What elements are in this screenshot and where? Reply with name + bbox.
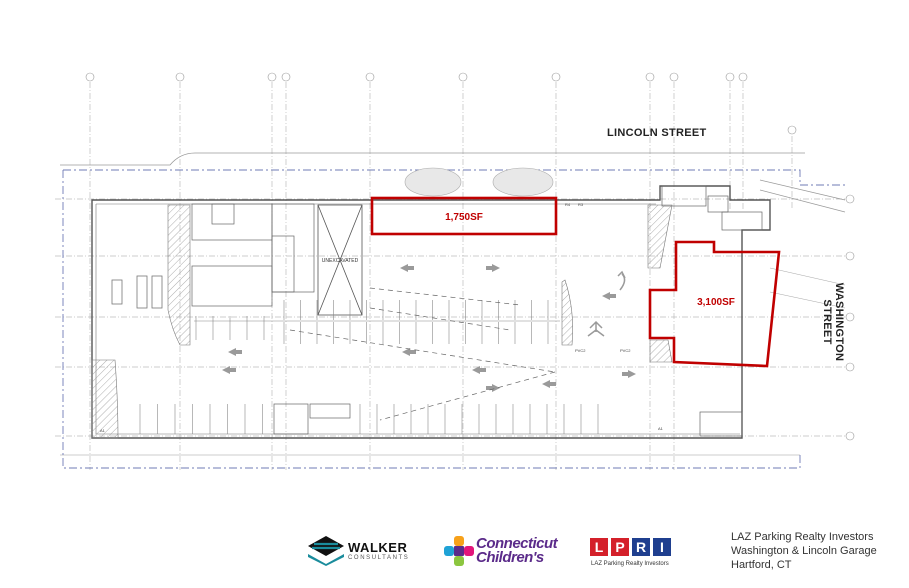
lpri-subtitle: LAZ Parking Realty Investors [591,561,669,567]
east-space-outline [648,240,781,368]
north-space-outline [370,196,558,236]
svg-text:A1: A1 [658,426,664,431]
service-rooms [191,203,743,437]
childrens-line1: Connecticut [476,535,558,552]
walker-logo-icon [308,536,344,566]
trees [404,167,554,197]
building-inner-wall [95,203,740,435]
unexcavated-zone [317,204,363,316]
project-info: LAZ Parking Realty Investors Washington … [731,530,877,572]
svg-text:A1: A1 [100,428,106,433]
project-location: Hartford, CT [731,559,792,571]
svg-text:R3: R3 [578,202,584,207]
split-arrow [587,320,605,337]
grid-bubbles [85,72,855,441]
walker-name: WALKER [348,540,408,555]
column-grid-lines [89,82,793,470]
ramp-arrows [111,275,163,309]
walker-sub: CONSULTANTS [348,555,410,561]
lpri-letter-l: L [590,538,608,556]
north-space-area: 1,750SF [445,212,483,223]
turn-arrow [617,270,626,291]
east-ramp-lines [769,267,846,309]
svg-text:PVC2: PVC2 [620,348,631,353]
parking-stalls [139,300,599,434]
walker-wordmark: WALKER CONSULTANTS [348,541,409,562]
washington-street-label: WASHINGTON STREET [821,282,845,362]
sweep-lines [289,287,556,421]
lpri-letter-r: R [632,538,650,556]
ne-core [661,179,846,231]
project-owner: LAZ Parking Realty Investors [731,531,874,543]
lpri-letter-i: I [653,538,671,556]
lpri-letter-p: P [611,538,629,556]
street-curb [60,152,805,166]
lincoln-street-label: LINCOLN STREET [607,127,707,139]
svg-text:R4: R4 [565,202,571,207]
childrens-line2: Children's [476,549,544,566]
project-name: Washington & Lincoln Garage [731,545,877,557]
hatched-areas [91,204,673,439]
svg-text:PVC2: PVC2 [575,348,586,353]
building-outline [91,185,771,439]
childrens-cross-icon [444,536,474,566]
unexcavated-label: UNEXCAVATED [322,258,359,264]
small-labels: PVC2 PVC2 A1 A1 R4 R3 [100,202,664,433]
east-space-area: 3,100SF [697,297,735,308]
garage-floor-plan: UNEXCAVATED [55,72,855,470]
